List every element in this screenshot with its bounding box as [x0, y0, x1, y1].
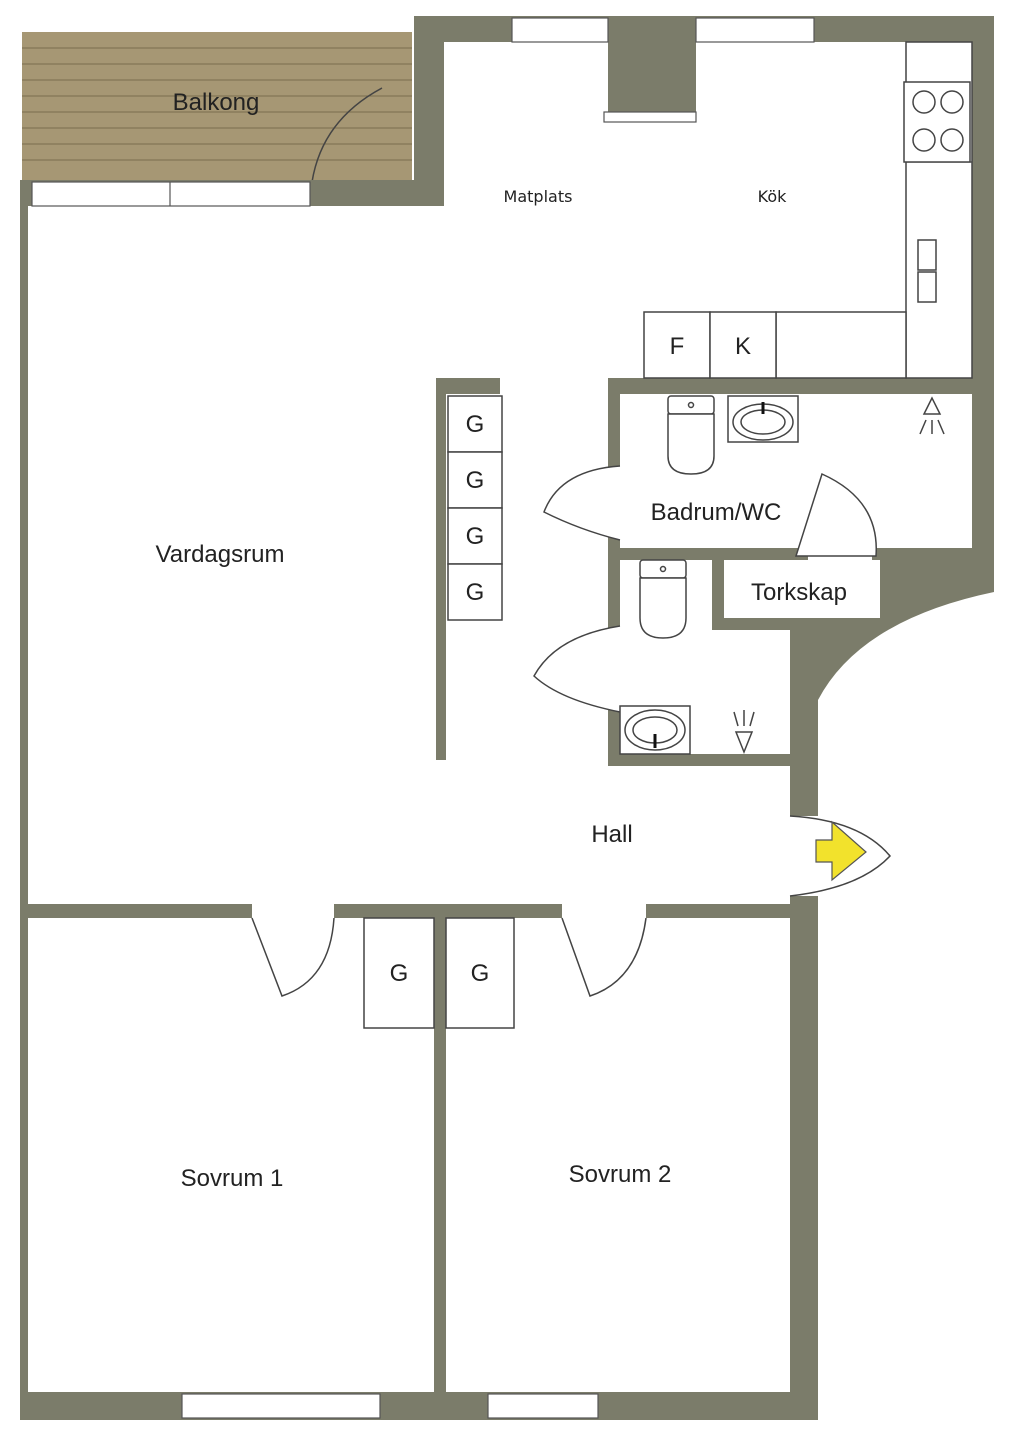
room-label-vardagsrum: Vardagsrum: [156, 541, 285, 568]
wardrobe-label: G: [390, 960, 409, 987]
sink-icon: [727, 395, 799, 443]
room-label-matplats: Matplats: [504, 187, 573, 206]
room-label-badrum: Badrum/WC: [651, 499, 782, 526]
wardrobe-living-2: G: [447, 451, 503, 509]
wardrobe-living-1: G: [447, 395, 503, 453]
stove-icon: [903, 81, 971, 163]
wardrobe-living-4: G: [447, 563, 503, 621]
toilet-icon: [639, 559, 687, 639]
wardrobe-bedroom-2: G: [445, 917, 515, 1029]
wardrobe-label: G: [466, 579, 485, 606]
room-label-sovrum1: Sovrum 1: [181, 1165, 284, 1192]
room-label-sovrum2: Sovrum 2: [569, 1161, 672, 1188]
balcony-deck: [22, 32, 412, 183]
freezer-label: K: [735, 333, 751, 360]
wardrobe-label: G: [471, 960, 490, 987]
windows: [31, 17, 815, 1419]
wardrobe-living-3: G: [447, 507, 503, 565]
toilet-icon: [667, 395, 715, 475]
shower-icon: [733, 710, 755, 755]
wardrobe-bedroom-1: G: [363, 917, 435, 1029]
doors: [251, 465, 892, 997]
freezer-cabinet: K: [709, 311, 777, 379]
sink-icon: [619, 705, 691, 755]
wardrobe-label: G: [466, 523, 485, 550]
room-label-kok: Kök: [758, 187, 787, 206]
wardrobe-label: G: [466, 411, 485, 438]
walls: [20, 16, 994, 1420]
fridge-label: F: [670, 333, 685, 360]
room-label-torkskap: Torkskap: [751, 579, 847, 606]
shower-icon: [919, 396, 945, 435]
room-label-balkong: Balkong: [173, 89, 260, 116]
room-label-hall: Hall: [591, 821, 632, 848]
fridge-cabinet: F: [643, 311, 711, 379]
entry-arrow-icon: [815, 820, 867, 882]
wardrobe-label: G: [466, 467, 485, 494]
